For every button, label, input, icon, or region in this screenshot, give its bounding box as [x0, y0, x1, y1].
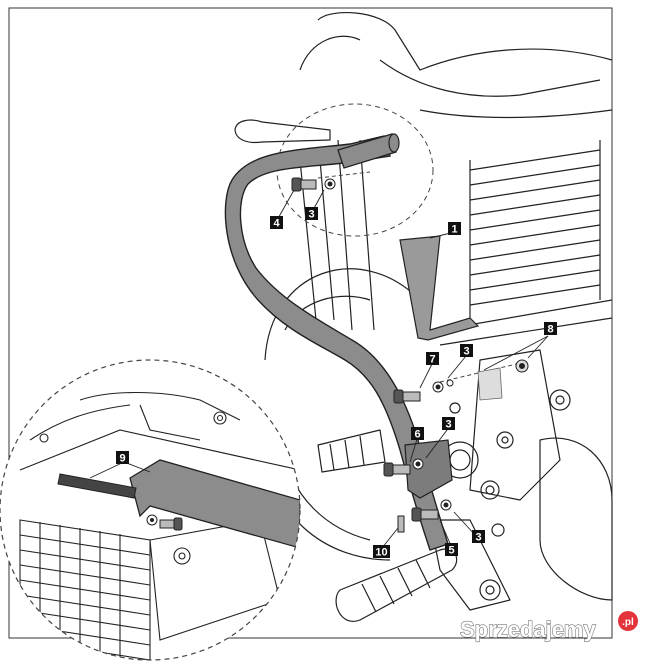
callout-10: 10 — [373, 545, 390, 559]
callout-1: 1 — [448, 222, 461, 236]
svg-text:4: 4 — [273, 218, 280, 230]
callout-3: 3 — [472, 530, 485, 544]
svg-text:9: 9 — [119, 453, 125, 465]
svg-text:1: 1 — [451, 224, 457, 236]
callout-3: 3 — [460, 344, 473, 358]
callout-3: 3 — [442, 417, 455, 431]
callout-3: 3 — [305, 207, 318, 221]
svg-text:3: 3 — [475, 532, 481, 544]
svg-text:3: 3 — [463, 346, 469, 358]
callout-4: 4 — [270, 216, 283, 230]
svg-text:3: 3 — [308, 209, 314, 221]
callout-6: 6 — [411, 427, 424, 441]
svg-text:7: 7 — [429, 354, 435, 366]
callout-5: 5 — [445, 543, 458, 557]
callout-7: 7 — [426, 352, 439, 366]
strap-bracket — [399, 235, 480, 341]
motorcycle-linework — [234, 11, 613, 623]
watermark-badge-icon — [618, 611, 638, 631]
svg-text:5: 5 — [448, 545, 454, 557]
watermark: Sprzedajemy .pl — [459, 611, 638, 643]
hatched-area — [477, 367, 503, 401]
svg-text:10: 10 — [375, 547, 387, 559]
inset-detail — [0, 359, 301, 661]
callout-8: 8 — [544, 322, 557, 336]
svg-text:8: 8 — [547, 324, 553, 336]
fasteners — [291, 177, 529, 533]
callout-9: 9 — [116, 451, 129, 465]
svg-text:Sprzedajemy: Sprzedajemy — [460, 617, 596, 642]
lower-bracket — [404, 439, 453, 499]
svg-text:6: 6 — [414, 429, 420, 441]
inset-strap — [57, 473, 137, 499]
guide-line — [317, 171, 371, 179]
svg-text:3: 3 — [445, 419, 451, 431]
inset-bar — [129, 459, 300, 549]
crash-bar — [224, 135, 449, 551]
svg-text:.pl: .pl — [622, 617, 634, 628]
